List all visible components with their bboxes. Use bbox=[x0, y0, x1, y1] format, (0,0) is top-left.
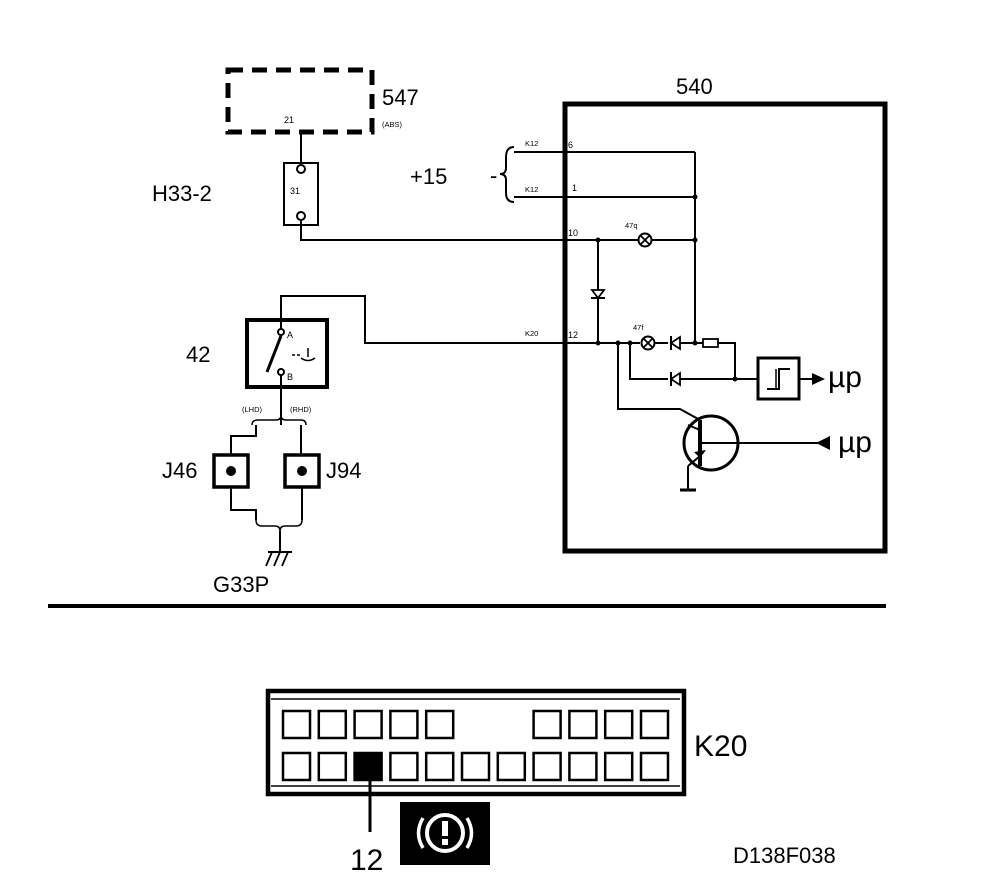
pin1-label: 1 bbox=[572, 183, 577, 193]
pin6-label: 6 bbox=[568, 140, 573, 150]
k20-connector-view bbox=[265, 688, 687, 797]
switch-term-b-label: B bbox=[287, 372, 293, 382]
switch-contact bbox=[265, 335, 283, 373]
h33-label: H33-2 bbox=[152, 181, 212, 206]
arrow-left-icon bbox=[816, 436, 830, 450]
ground-label: G33P bbox=[213, 572, 269, 597]
pin12-label: 12 bbox=[568, 330, 578, 340]
k12-bottom-label: K12 bbox=[525, 185, 538, 194]
supply-label: +15 bbox=[410, 164, 447, 189]
k20-cavity bbox=[460, 751, 491, 782]
brake-warning-icon bbox=[400, 802, 490, 865]
h33-bottom-terminal bbox=[296, 211, 306, 221]
resistor-icon bbox=[702, 338, 719, 348]
rhd-label: (RHD) bbox=[290, 405, 312, 414]
junction-dot bbox=[692, 340, 698, 346]
k20-cavity bbox=[603, 751, 634, 782]
k20-cavity bbox=[389, 709, 419, 740]
lhd-label: (LHD) bbox=[242, 405, 263, 414]
k12-top-label: K12 bbox=[525, 139, 538, 148]
junction-dot bbox=[692, 237, 698, 243]
diode-icon bbox=[669, 371, 681, 387]
k20-top-row bbox=[281, 709, 670, 740]
k20-cavity bbox=[568, 751, 598, 782]
transistor-collector-wire bbox=[617, 343, 701, 421]
switch-term-a-label: A bbox=[287, 330, 293, 340]
k20-cavity bbox=[317, 709, 348, 740]
switch-box bbox=[245, 318, 329, 389]
jumper-j46-label: J46 bbox=[162, 458, 197, 483]
h33-pin-label: 31 bbox=[290, 186, 300, 196]
figure-code: D138F038 bbox=[733, 843, 836, 868]
abs-unit-box bbox=[225, 67, 375, 135]
switch-actuator-icon bbox=[300, 357, 316, 362]
k20-wire-label: K20 bbox=[525, 329, 538, 338]
abs-unit-sublabel: (ABS) bbox=[382, 120, 403, 129]
mu-out-label: µp bbox=[828, 361, 862, 394]
k20-cavity bbox=[389, 751, 419, 782]
k20-cavity bbox=[281, 709, 312, 740]
h33-top-terminal bbox=[296, 164, 306, 174]
control-unit-label: 540 bbox=[676, 74, 713, 99]
k20-cavity bbox=[317, 751, 348, 782]
junction-dot bbox=[732, 376, 738, 382]
pin10-label: 10 bbox=[568, 228, 578, 238]
k20-connector-label: K20 bbox=[694, 730, 747, 763]
abs-unit-label: 547 bbox=[382, 85, 419, 110]
k20-cavity bbox=[424, 751, 455, 782]
k20-cavity bbox=[353, 709, 383, 740]
lamp-q-label: 47q bbox=[625, 221, 638, 230]
supply-dash: - bbox=[490, 163, 497, 188]
abs-pin-label: 21 bbox=[284, 115, 294, 125]
pin12-wire bbox=[280, 295, 630, 344]
k20-cavity bbox=[603, 709, 634, 740]
diode-icon bbox=[669, 335, 681, 351]
junction-dot bbox=[627, 340, 633, 346]
arrow-right-icon bbox=[812, 373, 825, 385]
diode-icon bbox=[590, 289, 606, 300]
pin12-callout-label: 12 bbox=[350, 844, 383, 877]
k20-cavity bbox=[639, 709, 670, 740]
mu-in-label: µp bbox=[838, 426, 872, 459]
supply-bracket bbox=[499, 146, 515, 203]
jumper-j94-label: J94 bbox=[326, 458, 361, 483]
lhd-rhd-bracket bbox=[251, 414, 307, 426]
k20-cavity bbox=[568, 709, 598, 740]
k20-cavity bbox=[424, 709, 455, 740]
junction-dot bbox=[595, 340, 601, 346]
switch-term-b bbox=[277, 368, 285, 376]
lamp-f-label: 47f bbox=[633, 323, 644, 332]
k20-cavity bbox=[496, 751, 527, 782]
k20-cavity bbox=[532, 709, 562, 740]
k20-cavity bbox=[281, 751, 312, 782]
k20-cavity bbox=[532, 751, 562, 782]
junction-dot bbox=[692, 194, 698, 200]
k20-cavity-pin12 bbox=[353, 751, 383, 782]
switch-label: 42 bbox=[186, 342, 210, 367]
k20-bottom-row bbox=[281, 751, 670, 782]
k20-cavity bbox=[639, 751, 670, 782]
switch-term-a bbox=[277, 328, 285, 336]
control-unit-box bbox=[562, 101, 888, 554]
